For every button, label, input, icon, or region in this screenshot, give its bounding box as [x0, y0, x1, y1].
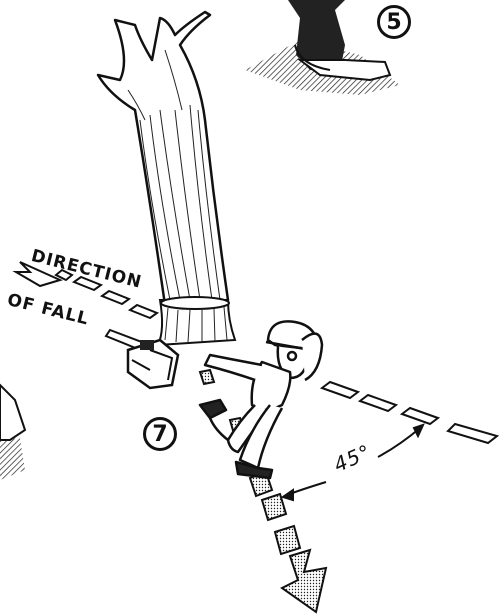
- escape-route-down: [198, 368, 328, 614]
- angle-indicator: [280, 423, 425, 502]
- fall-direction-path: [12, 261, 160, 320]
- worker-seven-figure: [198, 320, 324, 480]
- step-seven-marker: 7: [143, 417, 177, 451]
- chainsaw: [104, 328, 180, 390]
- worker-five-figure: [245, 0, 400, 95]
- tree-trunk: [96, 10, 237, 347]
- left-edge-object: [0, 383, 27, 480]
- step-five-marker: 5: [377, 5, 411, 39]
- escape-route-right: [319, 380, 500, 445]
